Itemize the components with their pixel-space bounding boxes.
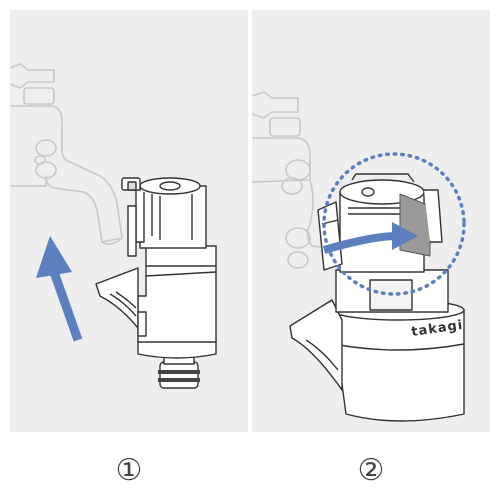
brand-label: takagi [410,318,464,340]
step-2-panel: takagi [252,10,490,432]
upward-arrow-icon [36,236,83,342]
rotate-arrow-icon [322,222,418,254]
step-2-illustration: takagi [252,91,466,422]
highlight-circle [322,152,466,296]
faucet-adapter [289,173,465,422]
step-1-panel [10,10,248,432]
faucet-adapter [95,177,217,389]
step-number-1: ① [115,453,143,488]
step-1-illustration [10,63,217,389]
step-number-2: ② [357,453,385,488]
faucet-outline [252,91,345,269]
faucet-outline [10,63,123,246]
